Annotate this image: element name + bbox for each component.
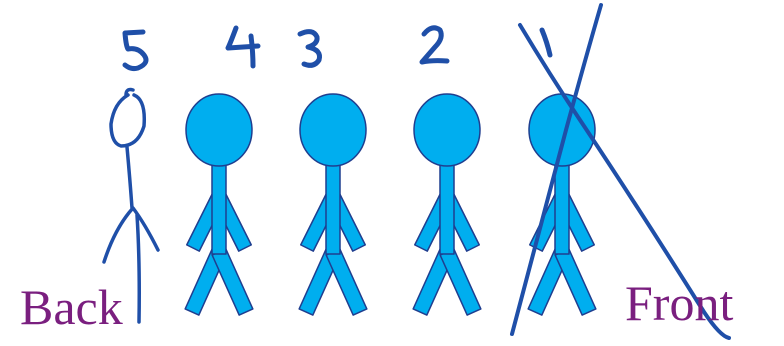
person-4 [185,94,253,315]
person-5-body [127,147,132,208]
head [300,94,366,166]
person-5-leg [137,215,139,322]
front-label: Front [625,275,733,331]
torso [440,162,454,254]
number-2-handwritten [422,28,447,62]
person-3 [299,94,367,315]
number-5-handwritten [125,32,146,69]
position-numbers [125,28,550,69]
leg-right [326,249,367,315]
head [186,94,252,166]
number-1-handwritten [542,30,550,55]
person-2 [413,94,481,315]
leg-right [555,249,596,315]
back-label: Back [20,279,123,335]
torso [212,162,226,254]
cross-out-stroke-1 [512,5,601,334]
leg-right [212,249,253,315]
torso [326,162,340,254]
leg-right [440,249,481,315]
person-5-head [111,95,144,146]
person-5-arms [104,208,158,262]
number-3-handwritten [300,32,320,66]
head [414,94,480,166]
torso [555,162,569,254]
number-4-handwritten [228,28,258,66]
